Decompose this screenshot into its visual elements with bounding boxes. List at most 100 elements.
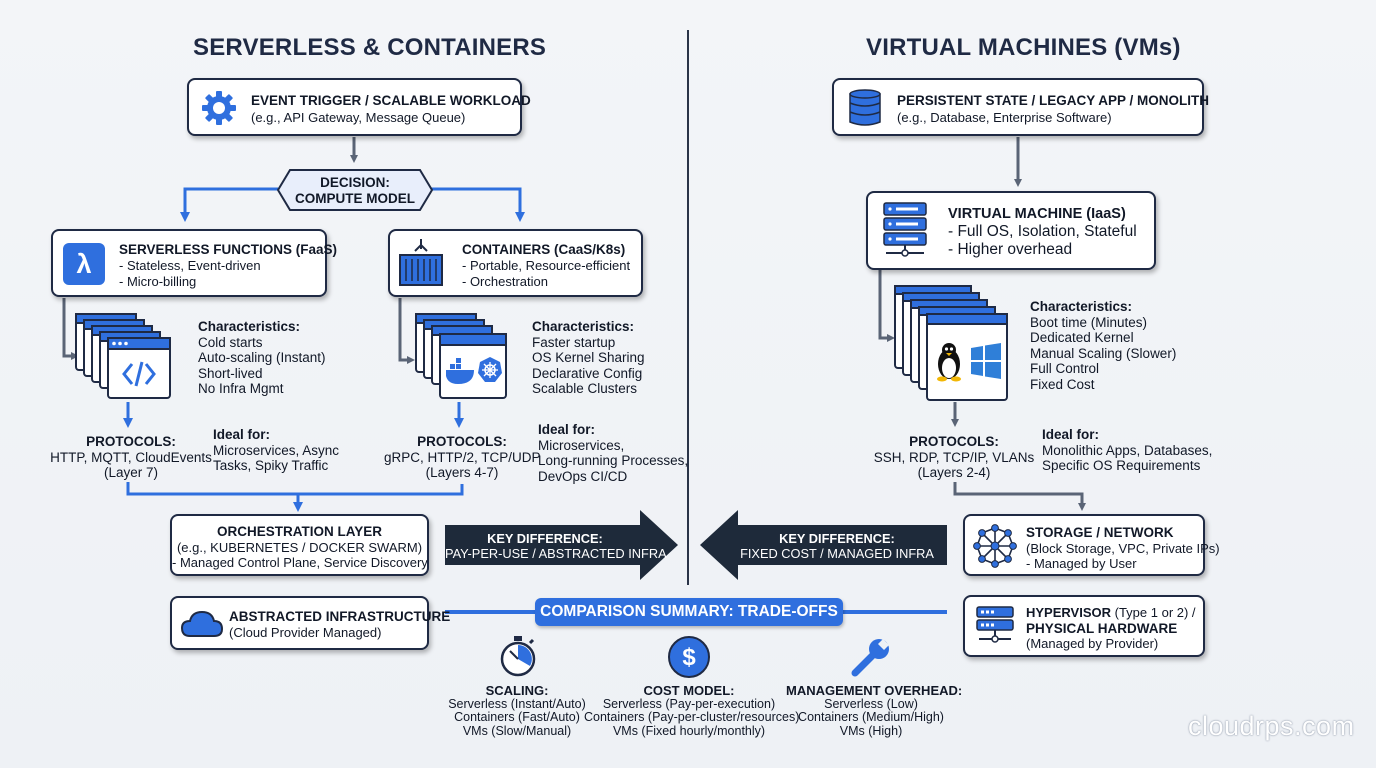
hypervisor-title1-rest: (Type 1 or 2) / (1111, 605, 1196, 620)
key-right-line1: KEY DIFFERENCE: (779, 531, 895, 546)
containers-line-2: - Orchestration (462, 274, 548, 289)
storage-line-2: - Managed by User (1026, 556, 1137, 571)
vm-title: VIRTUAL MACHINE (IaaS) (948, 206, 1126, 222)
vm-ideal-line: Specific OS Requirements (1042, 458, 1201, 473)
dollar-icon: $ (668, 636, 710, 678)
mgmt-title: MANAGEMENT OVERHEAD: (786, 683, 963, 698)
vm-line-1: - Full OS, Isolation, Stateful (948, 223, 1137, 240)
faas-line-1: - Stateless, Event-driven (119, 258, 261, 273)
hypervisor-box: HYPERVISOR (Type 1 or 2) / PHYSICAL HARD… (963, 595, 1205, 657)
cost-line: Serverless (Pay-per-execution) (602, 696, 776, 711)
scaling-line: Serverless (Instant/Auto) (448, 696, 586, 711)
containers-ideal: Ideal for: Microservices, Long-running P… (538, 422, 688, 484)
vm-char-item: Full Control (1030, 361, 1100, 376)
gear-icon (202, 91, 236, 125)
persistent-sub: (e.g., Database, Enterprise Software) (897, 110, 1112, 125)
cont-protocols-line: gRPC, HTTP/2, TCP/UDP (384, 449, 541, 465)
hypervisor-line1: HYPERVISOR (Type 1 or 2) / (1026, 605, 1196, 621)
faas-box: λ SERVERLESS FUNCTIONS (FaaS) - Stateles… (51, 229, 337, 297)
cost-line: Containers (Pay-per-cluster/resources) (584, 710, 800, 724)
faas-ideal: Ideal for: Microservices, Async Tasks, S… (213, 427, 339, 474)
vm-char-item: Fixed Cost (1030, 376, 1095, 392)
wrench-icon (851, 639, 889, 677)
cont-protocols-title: PROTOCOLS: (417, 434, 507, 449)
right-header: VIRTUAL MACHINES (VMs) (866, 34, 1181, 61)
faas-char-item: No Infra Mgmt (198, 381, 284, 396)
orchestration-box: ORCHESTRATION LAYER (e.g., KUBERNETES / … (170, 514, 429, 576)
orchestration-line-2: - Managed Control Plane, Service Discove… (172, 555, 428, 570)
arrow-vm-to-stack (878, 270, 895, 342)
arrow-decision-to-faas (180, 187, 278, 222)
faas-protocols-title: PROTOCOLS: (86, 434, 176, 449)
faas-char-item: Short-lived (198, 365, 263, 381)
faas-chars-title: Characteristics: (198, 319, 301, 334)
vm-box: VIRTUAL MACHINE (IaaS) - Full OS, Isolat… (866, 191, 1156, 270)
linux-penguin-icon (937, 343, 961, 382)
faas-ideal-title: Ideal for: (213, 427, 271, 442)
faas-protocols-line: (Layer 7) (103, 465, 159, 480)
svg-text:$: $ (682, 644, 696, 671)
vm-protocols: PROTOCOLS: SSH, RDP, TCP/IP, VLANs (Laye… (870, 434, 1038, 481)
cont-ideal-line: DevOps CI/CD (538, 468, 628, 484)
cont-char-item: Declarative Config (532, 365, 643, 381)
key-difference-right-arrow (700, 510, 947, 580)
vm-ideal-line: Monolithic Apps, Databases, (1042, 442, 1213, 458)
cont-ideal-title: Ideal for: (538, 422, 596, 437)
left-header: SERVERLESS & CONTAINERS (193, 34, 547, 61)
abstracted-title: ABSTRACTED INFRASTRUCTURE (229, 609, 451, 624)
key-left-line2: PAY-PER-USE / ABSTRACTED INFRA (445, 546, 667, 561)
shipping-container-icon (399, 239, 443, 286)
database-icon (849, 89, 881, 126)
persistent-title: PERSISTENT STATE / LEGACY APP / MONOLITH (897, 93, 1210, 108)
docker-icon (446, 358, 474, 384)
abstracted-sub: (Cloud Provider Managed) (229, 625, 382, 640)
arrow-faas-to-stack (62, 298, 79, 360)
arrow-cont-to-orchestration (298, 484, 464, 496)
faas-line-2: - Micro-billing (119, 274, 197, 289)
faas-ideal-line: Tasks, Spiky Traffic (213, 458, 329, 473)
cont-char-item: Faster startup (532, 334, 616, 350)
cloud-icon (180, 610, 224, 637)
vm-protocols-title: PROTOCOLS: (909, 434, 999, 449)
vm-window-stack (894, 285, 1008, 401)
cost-line: VMs (Fixed hourly/monthly) (612, 723, 766, 738)
vm-line-2: - Higher overhead (948, 241, 1073, 258)
key-difference-right-label: KEY DIFFERENCE: FIXED COST / MANAGED INF… (734, 531, 940, 561)
storage-title: STORAGE / NETWORK (1026, 525, 1174, 540)
summary-management-overhead: MANAGEMENT OVERHEAD: Serverless (Low) Co… (786, 683, 963, 738)
event-trigger-sub: (e.g., API Gateway, Message Queue) (251, 110, 466, 125)
storage-network-box: STORAGE / NETWORK (Block Storage, VPC, P… (963, 514, 1220, 576)
faas-char-item: Auto-scaling (Instant) (198, 350, 326, 365)
abstracted-infra-box: ABSTRACTED INFRASTRUCTURE (Cloud Provide… (170, 596, 450, 650)
containers-line-1: - Portable, Resource-efficient (462, 258, 631, 273)
mgmt-line: VMs (High) (839, 723, 903, 738)
containers-title: CONTAINERS (CaaS/K8s) (462, 242, 626, 257)
vm-ideal: Ideal for: Monolithic Apps, Databases, S… (1042, 427, 1212, 474)
vm-ideal-title: Ideal for: (1042, 427, 1100, 442)
cont-protocols-line: (Layers 4-7) (425, 465, 499, 480)
stopwatch-icon (500, 636, 536, 677)
faas-window-stack (75, 313, 171, 399)
scaling-line: Containers (Fast/Auto) (454, 710, 580, 724)
hypervisor-title2: PHYSICAL HARDWARE (1026, 621, 1178, 636)
faas-title: SERVERLESS FUNCTIONS (FaaS) (119, 242, 338, 257)
scaling-title: SCALING: (485, 683, 549, 698)
vm-char-item: Dedicated Kernel (1030, 330, 1134, 345)
containers-characteristics: Characteristics: Faster startup OS Kerne… (532, 319, 645, 397)
server-rack-icon (883, 202, 927, 257)
arrow-decision-to-containers (431, 187, 525, 222)
faas-char-item: Cold starts (198, 334, 263, 350)
vm-protocols-line: (Layers 2-4) (917, 465, 991, 480)
event-trigger-title: EVENT TRIGGER / SCALABLE WORKLOAD (251, 93, 531, 108)
key-difference-left-label: KEY DIFFERENCE: PAY-PER-USE / ABSTRACTED… (445, 531, 667, 561)
containers-protocols: PROTOCOLS: gRPC, HTTP/2, TCP/UDP (Layers… (384, 434, 541, 481)
lambda-icon: λ (63, 243, 105, 285)
mgmt-line: Serverless (Low) (824, 696, 918, 711)
vm-char-item: Manual Scaling (Slower) (1030, 345, 1177, 361)
vm-chars-title: Characteristics: (1030, 299, 1133, 314)
storage-line-1: (Block Storage, VPC, Private IPs) (1026, 541, 1220, 556)
network-icon (973, 524, 1017, 568)
server-icon (976, 606, 1014, 643)
cont-char-item: OS Kernel Sharing (532, 350, 645, 365)
